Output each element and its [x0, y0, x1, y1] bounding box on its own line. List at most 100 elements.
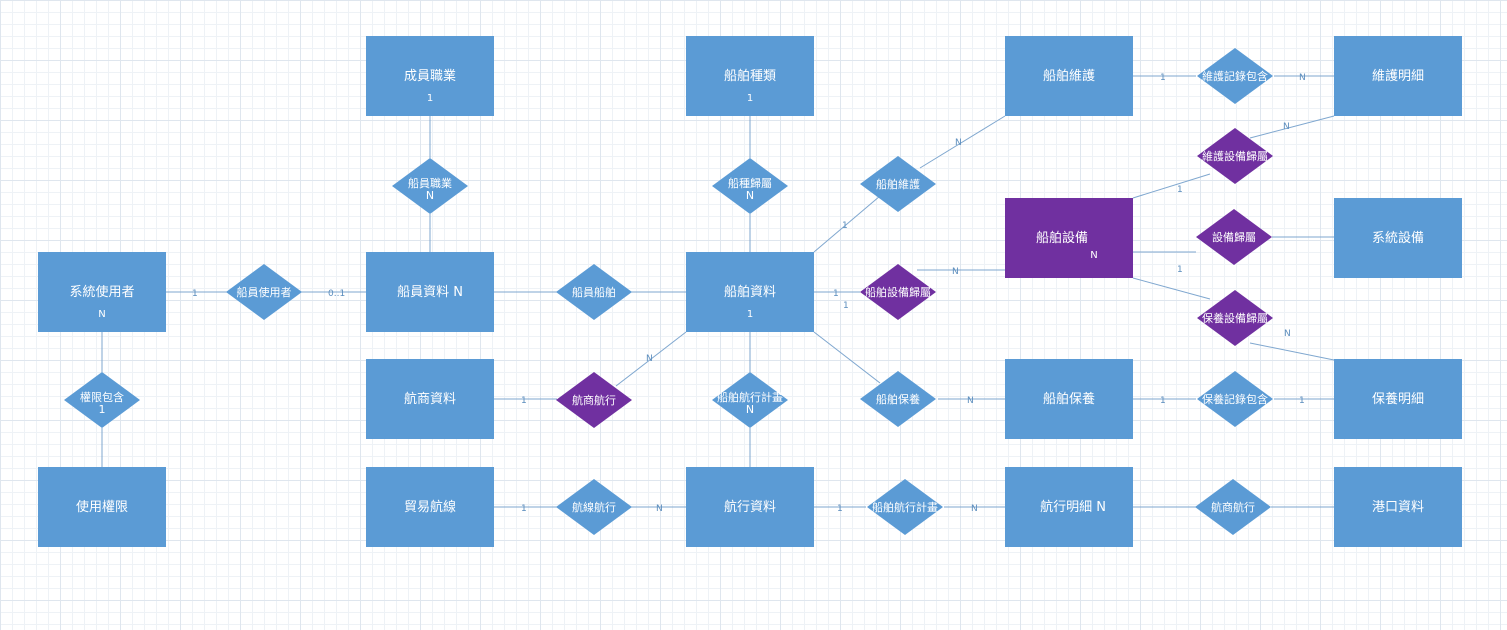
connector-lines	[101, 75, 1335, 508]
entity-sublabel: 1	[747, 309, 753, 320]
relationship-maintequip[interactable]: 維護設備歸屬	[1197, 128, 1273, 184]
entity-agent[interactable]: 航商資料	[366, 359, 494, 439]
entity-label: 保養明細	[1372, 391, 1424, 407]
cardinality-label: 1	[842, 221, 848, 231]
entity-caredetail[interactable]: 保養明細	[1334, 359, 1462, 439]
relationship-typebelong[interactable]: 船種歸屬 N	[712, 158, 788, 214]
entity-sublabel: 1	[427, 93, 433, 104]
relationship-label: 船員使用者	[237, 285, 292, 299]
entity-shipequip[interactable]: 船舶設備 N	[1005, 198, 1133, 278]
cardinality-label: 1	[1299, 396, 1305, 406]
cardinality-label: N	[955, 138, 962, 148]
entities: 系統使用者 N 使用權限 成員職業 1 船員資料 N 航商資料 貿易航線 船舶種…	[38, 36, 1462, 547]
relationship-routevoy[interactable]: 航線航行	[556, 479, 632, 535]
entity-shipmaint[interactable]: 船舶維護	[1005, 36, 1133, 116]
entity-label: 船舶保養	[1043, 391, 1095, 407]
entity-voydetail[interactable]: 航行明細 N	[1005, 467, 1133, 547]
cardinality-label: 1	[192, 289, 198, 299]
entity-shiptype[interactable]: 船舶種類 1	[686, 36, 814, 116]
relationship-maintrec[interactable]: 維護記錄包含	[1197, 48, 1273, 104]
entity-route[interactable]: 貿易航線	[366, 467, 494, 547]
entity-sublabel: N	[1090, 250, 1097, 261]
relationship-label: 保養記錄包含	[1202, 392, 1268, 406]
entity-voyage[interactable]: 航行資料	[686, 467, 814, 547]
cardinality-label: N	[967, 396, 974, 406]
relationship-label: 船員船舶	[572, 285, 616, 299]
entity-label: 航行資料	[724, 499, 776, 515]
relationship-crewship[interactable]: 船員船舶	[556, 264, 632, 320]
cardinality-label: 1	[833, 289, 839, 299]
entity-crew[interactable]: 船員資料 N	[366, 252, 494, 332]
entity-port[interactable]: 港口資料	[1334, 467, 1462, 547]
relationship-label: 設備歸屬	[1212, 230, 1256, 244]
relationship-sublabel: N	[746, 403, 754, 416]
cardinality-label: N	[1299, 73, 1306, 83]
relationship-equipbelong[interactable]: 船舶設備歸屬	[860, 264, 936, 320]
relationship-shipmaint[interactable]: 船舶維護	[860, 156, 936, 212]
relationship-label: 權限包含	[80, 390, 124, 404]
entity-sublabel: 1	[747, 93, 753, 104]
cardinality-label: 1	[1177, 265, 1183, 275]
entity-sublabel: N	[98, 309, 105, 320]
cardinality-label: 1	[521, 396, 527, 406]
entity-maintdetail[interactable]: 維護明細	[1334, 36, 1462, 116]
relationship-label: 保養設備歸屬	[1202, 311, 1268, 325]
cardinality-label: 1	[843, 301, 849, 311]
relationship-agentvoy[interactable]: 航商航行	[556, 372, 632, 428]
relationship-label: 船舶航行計畫	[872, 500, 938, 514]
entity-label: 航行明細 N	[1040, 499, 1106, 515]
entity-ship[interactable]: 船舶資料 1	[686, 252, 814, 332]
relationship-label: 船舶維護	[876, 177, 920, 191]
relationship-agentvoy2[interactable]: 航商航行	[1195, 479, 1271, 535]
relationships: 權限包含 1 船員使用者 船員職業 N 船員船舶 航商航行 航線航行 船種歸屬 …	[64, 48, 1273, 535]
cardinality-labels: 1 0..1 1 N 1 N 1 1 N 1 N 1 N 1 N 1 N 1 1…	[192, 73, 1306, 514]
relationship-label: 船舶設備歸屬	[865, 285, 931, 299]
relationship-crewuser[interactable]: 船員使用者	[226, 264, 302, 320]
entity-label: 船舶資料	[724, 284, 776, 300]
entity-label: 維護明細	[1372, 68, 1424, 84]
cardinality-label: N	[971, 504, 978, 514]
cardinality-label: 1	[521, 504, 527, 514]
entity-shipcare[interactable]: 船舶保養	[1005, 359, 1133, 439]
relationship-label: 船舶航行計畫	[717, 390, 783, 404]
entity-label: 航商資料	[404, 391, 456, 407]
relationship-label: 船員職業	[408, 176, 452, 190]
cardinality-label: N	[952, 267, 959, 277]
entity-label: 貿易航線	[404, 499, 456, 515]
relationship-label: 維護記錄包含	[1202, 69, 1268, 83]
cardinality-label: 1	[1160, 73, 1166, 83]
relationship-shipcare[interactable]: 船舶保養	[860, 371, 936, 427]
entity-perm[interactable]: 使用權限	[38, 467, 166, 547]
entity-label: 船員資料 N	[397, 285, 463, 300]
cardinality-label: N	[1284, 329, 1291, 339]
relationship-label: 航商航行	[1211, 500, 1255, 514]
entity-sysuser[interactable]: 系統使用者 N	[38, 252, 166, 332]
relationship-label: 船舶保養	[876, 392, 920, 406]
relationship-equipbelong2[interactable]: 設備歸屬	[1196, 209, 1272, 265]
relationship-voyplan2[interactable]: 船舶航行計畫	[867, 479, 943, 535]
entity-label: 港口資料	[1372, 500, 1424, 515]
entity-sysequip[interactable]: 系統設備	[1334, 198, 1462, 278]
entity-label: 成員職業	[404, 68, 456, 84]
cardinality-label: N	[646, 354, 653, 364]
entity-label: 船舶維護	[1043, 68, 1095, 84]
entity-job[interactable]: 成員職業 1	[366, 36, 494, 116]
cardinality-label: N	[656, 504, 663, 514]
cardinality-label: 1	[1177, 185, 1183, 195]
entity-label: 系統使用者	[69, 284, 134, 300]
relationship-voyplan[interactable]: 船舶航行計畫 N	[712, 372, 788, 428]
relationship-label: 航線航行	[572, 500, 616, 514]
cardinality-label: N	[1283, 122, 1290, 132]
relationship-crewjob[interactable]: 船員職業 N	[392, 158, 468, 214]
relationship-label: 維護設備歸屬	[1202, 149, 1268, 163]
relationship-sublabel: N	[746, 189, 754, 202]
relationship-careequip[interactable]: 保養設備歸屬	[1197, 290, 1273, 346]
entity-label: 船舶種類	[724, 68, 776, 84]
relationship-carerec[interactable]: 保養記錄包含	[1197, 371, 1273, 427]
entity-label: 系統設備	[1372, 230, 1424, 246]
entity-label: 船舶設備	[1036, 230, 1088, 246]
relationship-label: 船種歸屬	[728, 176, 772, 190]
relationship-permcontain[interactable]: 權限包含 1	[64, 372, 140, 428]
cardinality-label: 1	[837, 504, 843, 514]
